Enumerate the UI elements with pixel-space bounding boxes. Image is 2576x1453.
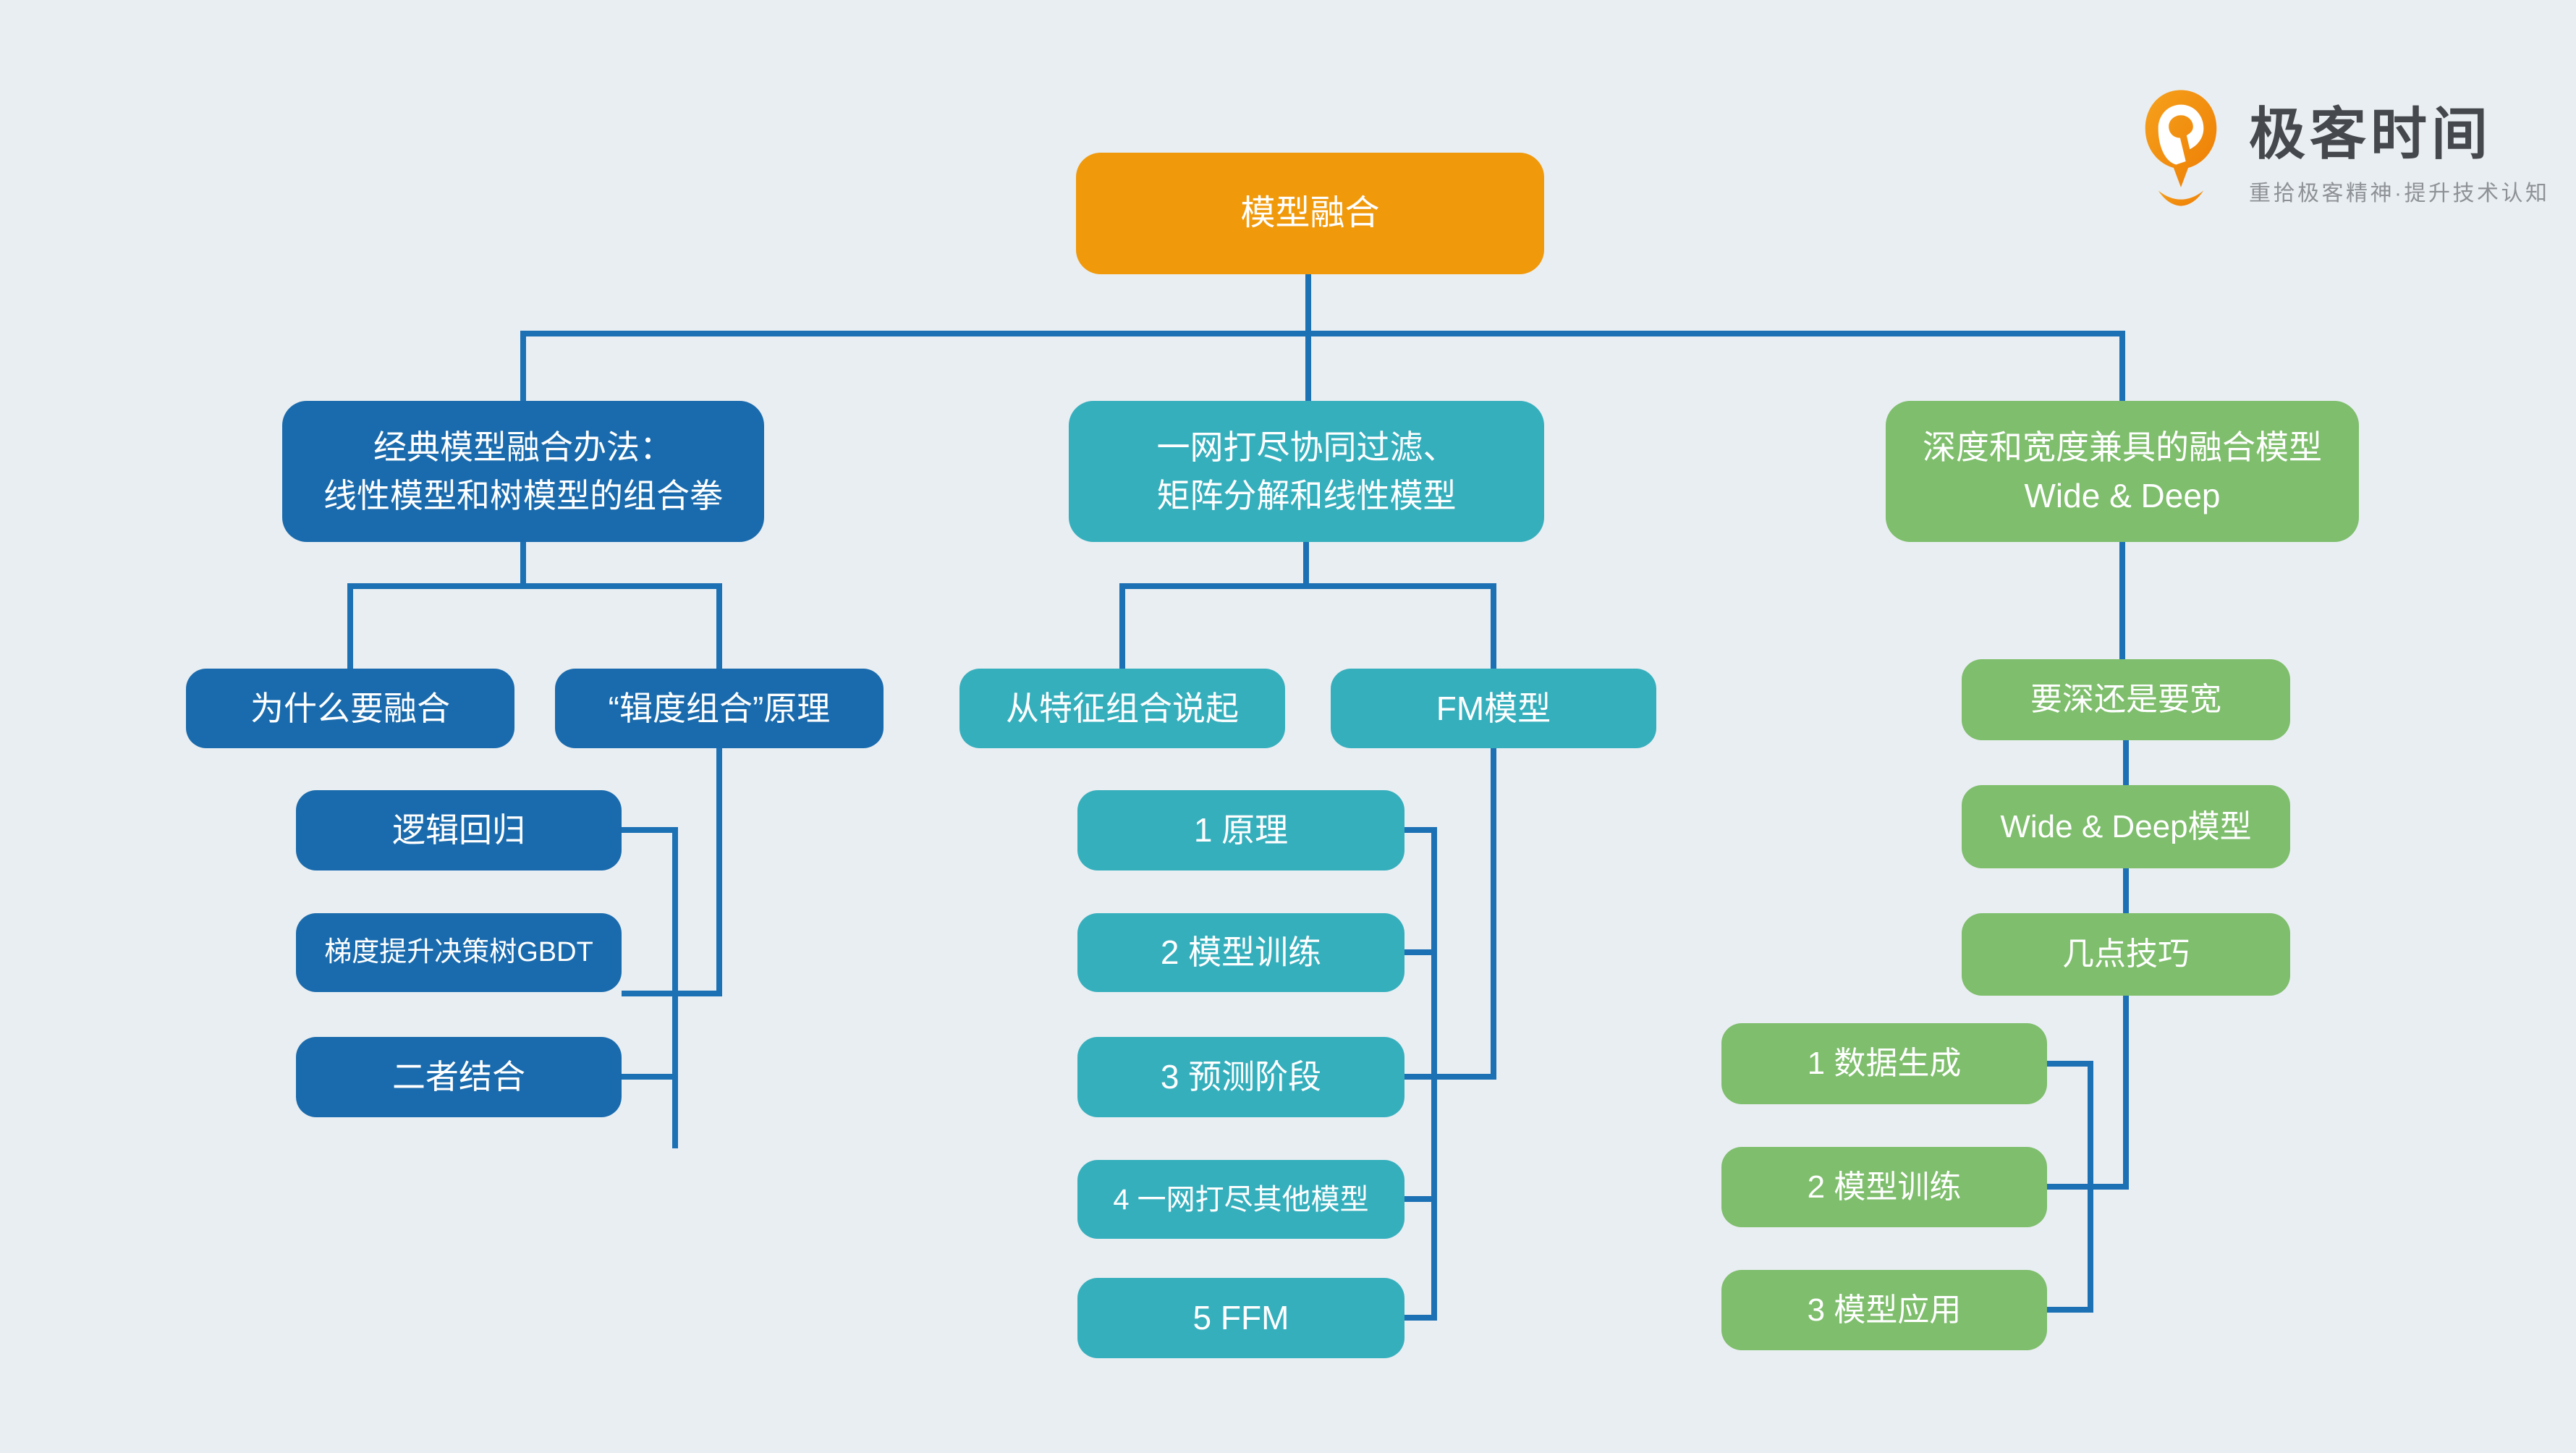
node-root: 模型融合 [1076, 153, 1544, 274]
node-classic-parent: 经典模型融合办法： 线性模型和树模型的组合拳 [282, 401, 764, 542]
node-gbdt: 梯度提升决策树GBDT [296, 913, 622, 992]
node-why-merge: 为什么要融合 [186, 669, 514, 748]
node-wide-deep-model: Wide & Deep模型 [1962, 785, 2290, 868]
node-feature-combination: 从特征组合说起 [959, 669, 1285, 748]
logo-brand-name: 极客时间 [2249, 102, 2493, 166]
logo-text-block: 极客时间 重拾极客精神·提升技术认知 [2249, 85, 2550, 207]
geektime-logo: 极客时间 重拾极客精神·提升技术认知 [2140, 85, 2550, 210]
node-wd-item-3: 3 模型应用 [1721, 1270, 2047, 1350]
node-fm-item-3: 3 预测阶段 [1077, 1037, 1404, 1117]
node-duce-principle: “辑度组合”原理 [555, 669, 884, 748]
node-collab-parent: 一网打尽协同过滤、 矩阵分解和线性模型 [1069, 401, 1544, 542]
node-both-combined: 二者结合 [296, 1037, 622, 1117]
node-fm-item-5: 5 FFM [1077, 1278, 1404, 1358]
geektime-balloon-icon [2145, 90, 2217, 206]
node-fm-item-2: 2 模型训练 [1077, 913, 1404, 992]
node-deep-or-wide: 要深还是要宽 [1962, 659, 2290, 740]
logo-tagline: 重拾极客精神·提升技术认知 [2249, 182, 2550, 206]
node-tips: 几点技巧 [1962, 913, 2290, 996]
node-fm-item-4: 4 一网打尽其他模型 [1077, 1160, 1404, 1239]
node-widedeep-parent: 深度和宽度兼具的融合模型 Wide & Deep [1886, 401, 2359, 542]
node-logistic-regression: 逻辑回归 [296, 790, 622, 870]
node-wd-item-1: 1 数据生成 [1721, 1023, 2047, 1104]
node-fm-item-1: 1 原理 [1077, 790, 1404, 870]
node-fm-model: FM模型 [1331, 669, 1656, 748]
node-wd-item-2: 2 模型训练 [1721, 1147, 2047, 1227]
